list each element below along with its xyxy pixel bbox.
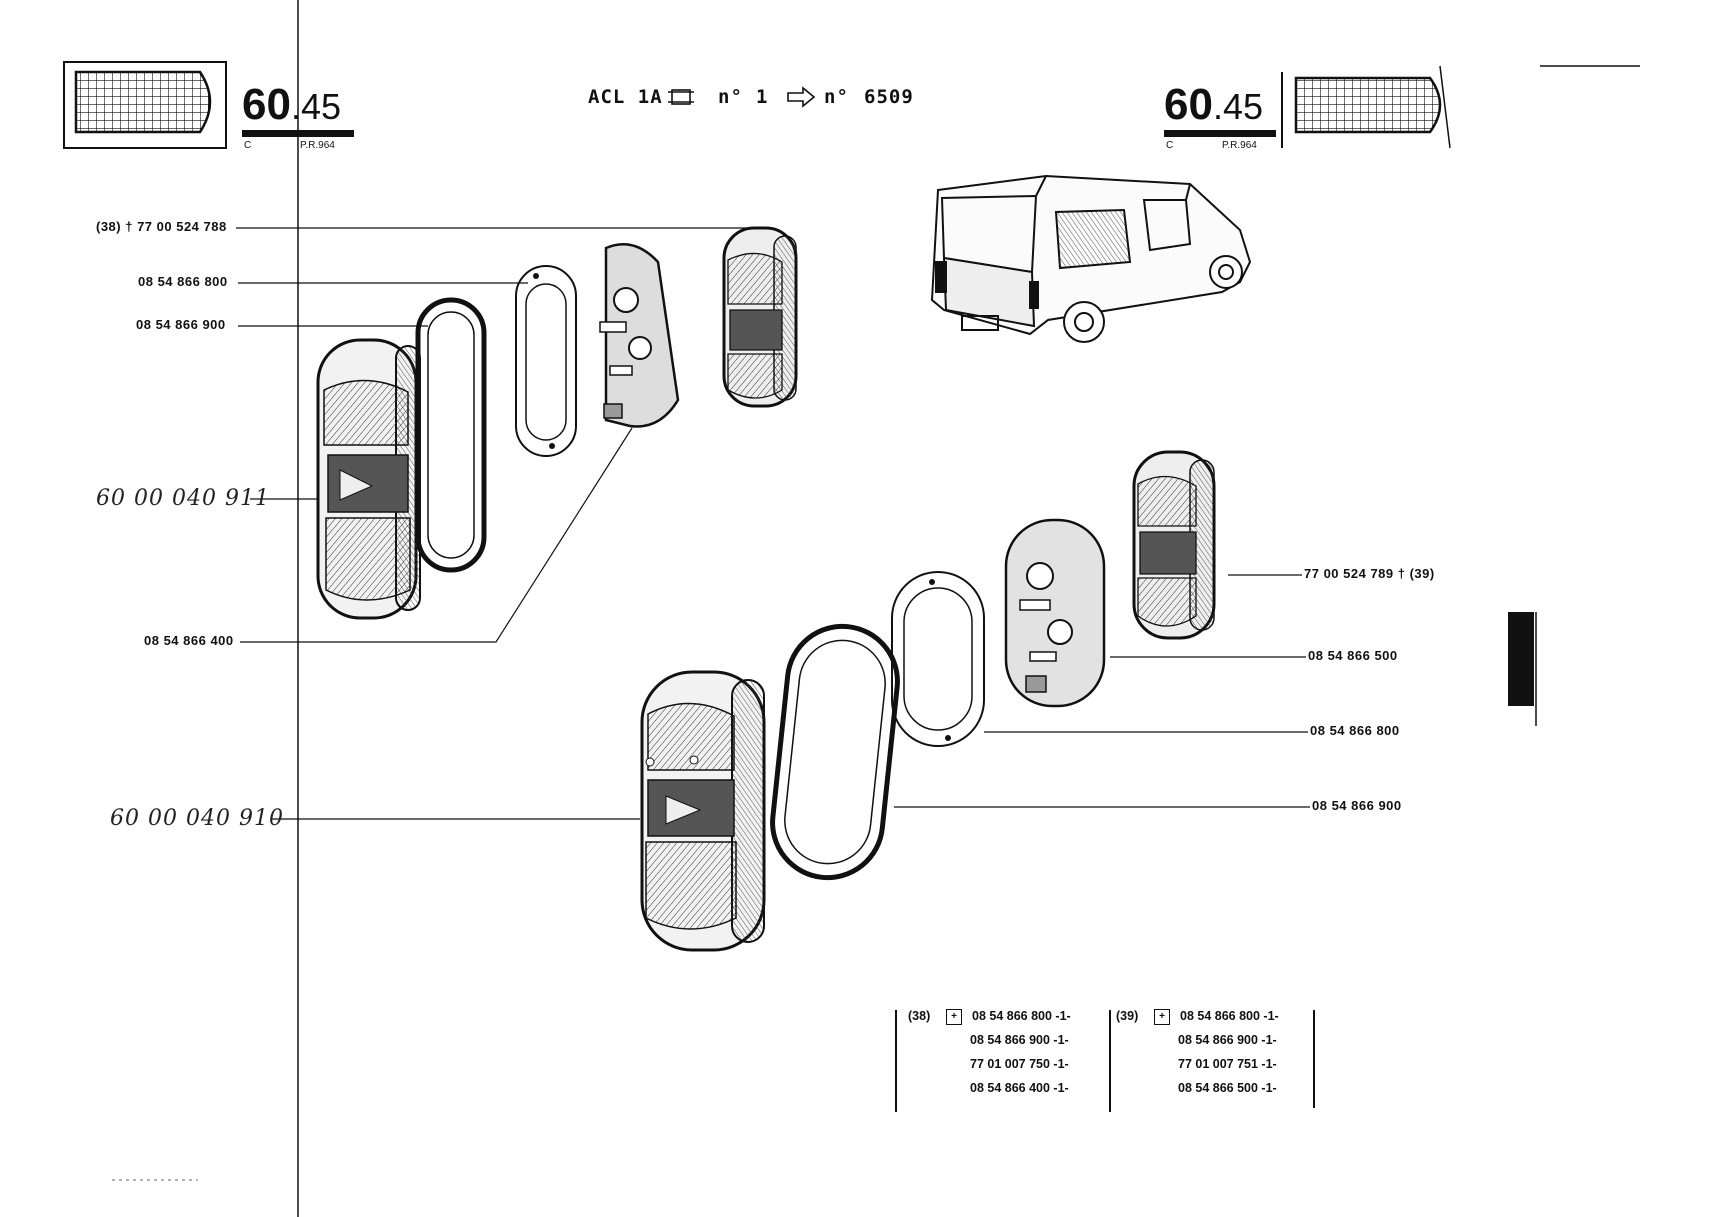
- kit-box-icon: +: [1154, 1008, 1170, 1025]
- kit-line: 08 54 866 800 -1-: [972, 1009, 1071, 1023]
- gasket-lower: [770, 623, 900, 881]
- part-label: 08 54 866 800: [138, 274, 228, 289]
- code-pr-left: P.R.964: [300, 140, 335, 151]
- bulb-holder-upper: [599, 243, 680, 428]
- kit-line: 08 54 866 500 -1-: [1178, 1081, 1277, 1095]
- part-label: (38) † 77 00 524 788: [96, 219, 227, 234]
- vehicle-illustration: [930, 174, 1252, 343]
- gasket-upper: [415, 297, 487, 573]
- code-c-right: C: [1166, 140, 1174, 151]
- kit-39: (39) +08 54 866 800 -1- 08 54 866 900 -1-…: [1116, 1004, 1279, 1100]
- part-label: 08 54 866 500: [1308, 648, 1398, 663]
- from-prefix: n°: [718, 86, 743, 108]
- handwritten-ref: 60 00 040 911: [96, 486, 270, 511]
- ref-underline-left: [242, 130, 354, 137]
- part-label: 08 54 866 800: [1310, 723, 1400, 738]
- leader-lines-lower: [272, 574, 1310, 820]
- kit-line: 77 01 007 751 -1-: [1178, 1057, 1277, 1071]
- code-c-left: C: [244, 140, 252, 151]
- tail-lamp-upper-small: [722, 226, 798, 408]
- kit-38: (38) +08 54 866 800 -1- 08 54 866 900 -1-…: [908, 1004, 1071, 1100]
- model-code: ACL 1A: [588, 86, 663, 108]
- section-tab: [1508, 612, 1534, 706]
- section-minor-right: .45: [1212, 86, 1263, 127]
- kit-line: 08 54 866 900 -1-: [1178, 1033, 1277, 1047]
- tail-lamp-lower-small: [1132, 450, 1216, 640]
- tail-lamp-left-large: [316, 338, 421, 620]
- grille-badge-right: [1281, 65, 1640, 149]
- to-prefix: n°: [824, 86, 849, 108]
- vehicle-chassis-icon: [668, 89, 694, 105]
- to-value: 6509: [864, 86, 914, 108]
- kit-brackets: [895, 1010, 1315, 1112]
- section-minor-left: .45: [290, 86, 341, 127]
- tail-lamp-right-large: [640, 670, 766, 952]
- part-label: 08 54 866 900: [136, 317, 226, 332]
- kit-line: 77 01 007 750 -1-: [970, 1057, 1069, 1071]
- section-major-left: 60: [242, 80, 291, 129]
- bulb-holder-lower: [1004, 518, 1106, 708]
- handwritten-ref: 60 00 040 910: [110, 806, 284, 831]
- kit-tag: (38): [908, 1009, 931, 1023]
- grille-badge-left: [63, 61, 227, 149]
- arrow-right-icon: [787, 86, 816, 108]
- part-label: 77 00 524 789 † (39): [1304, 566, 1435, 581]
- seal-plate-lower: [891, 571, 985, 747]
- section-ref-left: 60.45: [242, 80, 341, 130]
- code-pr-right: P.R.964: [1222, 140, 1257, 151]
- part-label: 08 54 866 900: [1312, 798, 1402, 813]
- kit-line: 08 54 866 400 -1-: [970, 1081, 1069, 1095]
- section-ref-right: 60.45: [1164, 80, 1263, 130]
- part-label: 08 54 866 400: [144, 633, 234, 648]
- kit-box-icon: +: [946, 1008, 962, 1025]
- ref-underline-right: [1164, 130, 1276, 137]
- seal-plate-upper: [515, 265, 577, 457]
- kit-tag: (39): [1116, 1009, 1139, 1023]
- section-major-right: 60: [1164, 80, 1213, 129]
- kit-line: 08 54 866 800 -1-: [1180, 1009, 1279, 1023]
- from-value: 1: [756, 86, 769, 108]
- kit-line: 08 54 866 900 -1-: [970, 1033, 1069, 1047]
